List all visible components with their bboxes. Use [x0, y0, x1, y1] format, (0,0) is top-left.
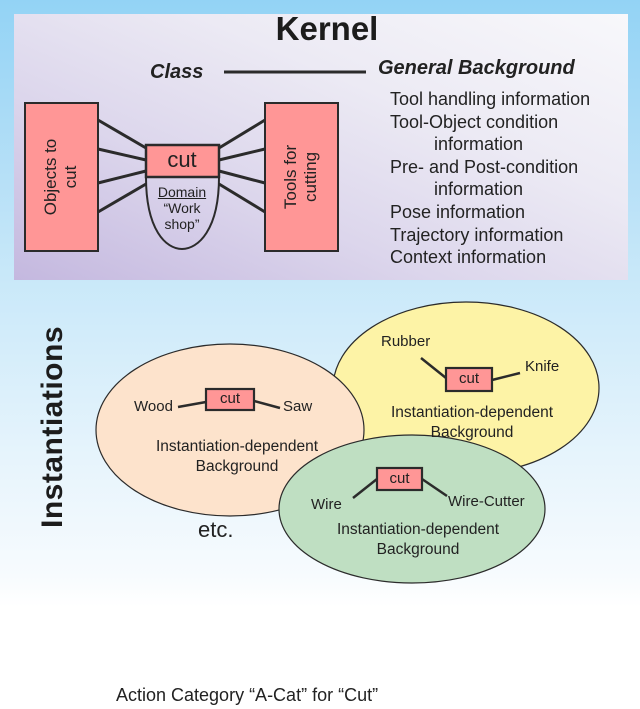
tools-for-cutting-line1: Tools for: [281, 144, 300, 210]
gb-item: Tool-Object condition: [390, 111, 559, 132]
gb-item: Context information: [390, 247, 547, 268]
rubber-knife-background: Instantiation-dependent Background: [372, 403, 572, 443]
wire-cutter-connector: [421, 477, 448, 498]
wire-ellipse: [278, 434, 546, 584]
wood-saw-background: Instantiation-dependent Background: [137, 437, 337, 477]
general-background-label: General Background: [378, 57, 575, 79]
wire-cut-box: [375, 466, 424, 492]
right-connectors: [218, 118, 266, 214]
domain-label: Domain “Work shop”: [146, 184, 218, 232]
background-line2: Background: [195, 458, 279, 475]
background-line1: Instantiation-dependent: [155, 438, 319, 455]
knife-connector: [491, 371, 521, 382]
rubber-label: Rubber: [381, 333, 431, 350]
wire-background: Instantiation-dependent Background: [318, 520, 518, 560]
objects-to-cut-line2: cut: [61, 165, 80, 189]
objects-to-cut-label: Objects to cut: [41, 102, 81, 252]
center-cut-label: cut: [167, 147, 197, 172]
objects-to-cut-box: [24, 102, 99, 252]
wood-connector: [177, 400, 207, 409]
domain-line2: shop”: [164, 216, 200, 232]
general-background-list: Tool handling information Tool-Object co…: [390, 88, 590, 269]
wood-cut-label: cut: [219, 390, 240, 407]
wire-connector: [352, 478, 378, 499]
kernel-title: Kernel: [275, 10, 379, 47]
wire-cutter-label: Wire-Cutter: [448, 493, 525, 510]
tools-for-cutting-box: [264, 102, 339, 252]
instantiations-label: Instantiations: [36, 326, 69, 529]
wire-cut-label: cut: [389, 470, 410, 487]
gb-item: information: [434, 134, 524, 155]
domain-title: Domain: [157, 184, 207, 200]
center-cut-box: [144, 143, 221, 179]
background-line2: Background: [376, 541, 460, 558]
caption: Action Category “A-Cat” for “Cut”: [116, 685, 379, 705]
left-connectors: [97, 118, 147, 214]
class-label: Class: [150, 61, 204, 83]
wire-label: Wire: [311, 496, 342, 513]
gb-item: Pose information: [390, 201, 526, 222]
background-line1: Instantiation-dependent: [336, 521, 500, 538]
wood-cut-box: [204, 387, 256, 412]
etc-label: etc.: [198, 517, 234, 542]
background-line1: Instantiation-dependent: [390, 404, 554, 421]
gb-item: Pre- and Post-condition: [390, 156, 579, 177]
domain-shape: [145, 176, 220, 251]
rubber-cut-label: cut: [458, 370, 479, 387]
wood-label: Wood: [134, 398, 173, 415]
saw-label: Saw: [283, 398, 313, 415]
domain-line1: “Work: [163, 200, 201, 216]
saw-connector: [253, 399, 281, 410]
tools-for-cutting-line2: cutting: [301, 151, 320, 203]
knife-label: Knife: [525, 358, 560, 375]
gb-item: Trajectory information: [390, 224, 564, 245]
objects-to-cut-line1: Objects to: [41, 138, 60, 216]
rubber-cut-box: [444, 366, 494, 393]
tools-for-cutting-label: Tools for cutting: [281, 102, 321, 252]
gb-item: Tool handling information: [390, 89, 591, 109]
background-line2: Background: [430, 424, 514, 441]
rubber-connector: [420, 357, 447, 379]
gb-item: information: [434, 179, 524, 200]
